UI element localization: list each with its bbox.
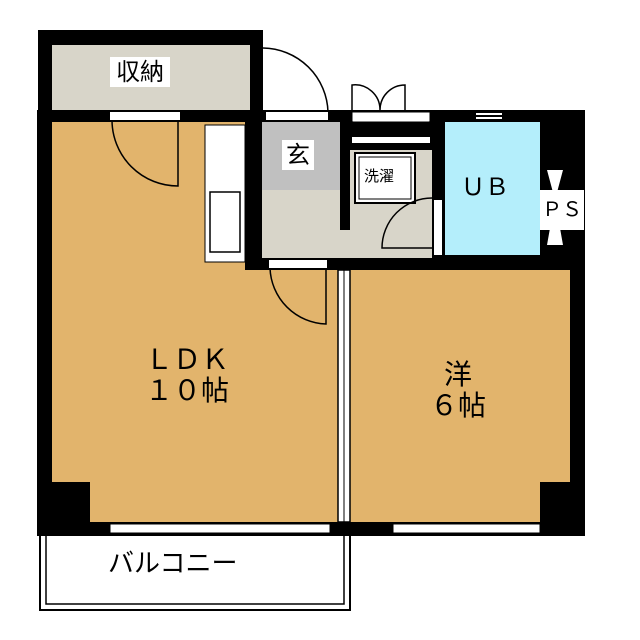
ldk-name: ＬＤＫ bbox=[145, 343, 230, 376]
washer-pan bbox=[354, 152, 416, 204]
storage-label: 収納 bbox=[110, 57, 170, 88]
western-label: 洋 ６帖 bbox=[430, 358, 487, 422]
ps-label: ＰＳ bbox=[542, 197, 582, 221]
bath-label: ＵＢ bbox=[455, 172, 515, 203]
entrance-label: 玄 bbox=[282, 140, 314, 171]
laundry-label: 洗濯 bbox=[364, 167, 395, 185]
western-window bbox=[392, 523, 541, 534]
ldk-size: １０帖 bbox=[145, 373, 230, 407]
balcony-outline bbox=[39, 529, 351, 611]
ldk-window bbox=[109, 523, 331, 534]
sink bbox=[209, 191, 241, 253]
western-size: ６帖 bbox=[430, 388, 487, 422]
entrance-door-swing bbox=[262, 47, 329, 113]
ldk-label: ＬＤＫ １０帖 bbox=[145, 343, 230, 407]
balcony-label: バルコニー bbox=[108, 549, 238, 579]
western-floor bbox=[350, 270, 570, 522]
western-name: 洋 bbox=[444, 358, 473, 391]
